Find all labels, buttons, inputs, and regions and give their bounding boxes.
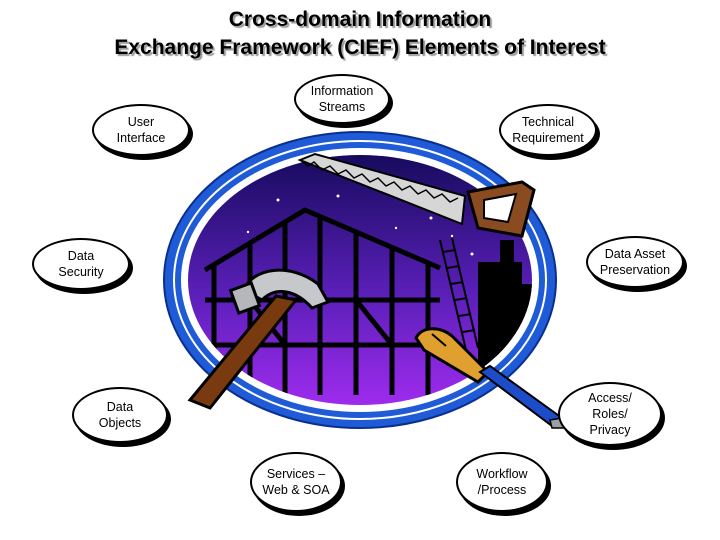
- node-label: Workflow /Process: [476, 467, 528, 497]
- node-label: Data Objects: [98, 400, 142, 430]
- node-workflow-process: Workflow /Process: [456, 452, 548, 512]
- chisel-graphic: [414, 327, 568, 429]
- node-label: Access/ Roles/ Privacy: [588, 391, 632, 437]
- page-title: Cross-domain Information Exchange Framew…: [0, 6, 720, 62]
- node-services-web-soa: Services – Web & SOA: [250, 452, 342, 512]
- title-line-2: Exchange Framework (CIEF) Elements of In…: [114, 36, 606, 59]
- node-access-roles-privacy: Access/ Roles/ Privacy: [558, 382, 662, 446]
- node-information-streams: Information Streams: [294, 74, 390, 124]
- saw-graphic: [297, 152, 536, 238]
- title-line-1: Cross-domain Information: [228, 8, 492, 31]
- node-label: Services – Web & SOA: [262, 467, 330, 497]
- node-user-interface: User Interface: [92, 104, 190, 156]
- node-data-objects: Data Objects: [72, 387, 168, 443]
- node-label: User Interface: [116, 115, 166, 145]
- hammer-graphic: [187, 268, 331, 410]
- node-data-asset-preservation: Data Asset Preservation: [586, 236, 684, 288]
- node-label: Technical Requirement: [512, 115, 584, 145]
- node-label: Data Asset Preservation: [599, 247, 671, 277]
- node-label: Data Security: [58, 249, 104, 279]
- node-technical-requirement: Technical Requirement: [499, 104, 597, 156]
- node-label: Information Streams: [310, 84, 374, 114]
- node-data-security: Data Security: [32, 238, 130, 290]
